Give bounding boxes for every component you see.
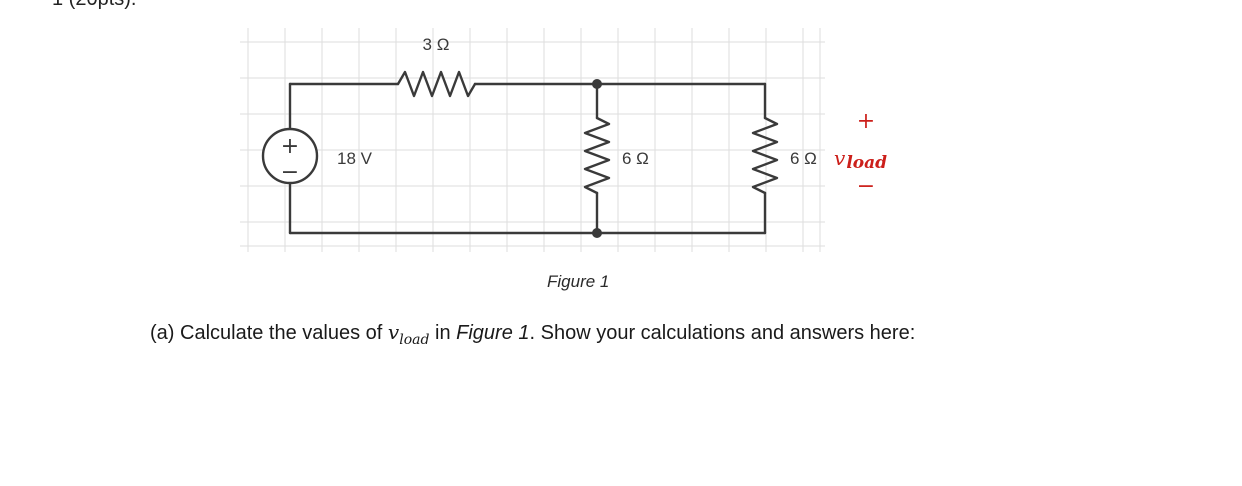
vload-plus-sign: + <box>857 109 875 134</box>
source-minus-sign: − <box>281 160 299 185</box>
question-suffix: . Show your calculations and answers her… <box>529 322 916 344</box>
circuit-wires <box>288 70 779 235</box>
problem-header-fragment: 1 (20pts). <box>52 0 136 11</box>
label-r-series: 3 Ω <box>423 35 450 54</box>
label-source-voltage: 18 V <box>337 149 373 168</box>
question-text: (a) Calculate the values of vload in Fig… <box>150 320 915 348</box>
label-r-load: 6 Ω <box>790 149 817 168</box>
vload-label: vload <box>834 146 887 173</box>
label-r-shunt: 6 Ω <box>622 149 649 168</box>
question-variable: v <box>387 320 400 344</box>
vload-minus-sign: − <box>857 174 875 199</box>
node-top-junction <box>592 79 602 89</box>
figure-caption: Figure 1 <box>547 272 610 291</box>
node-bottom-junction <box>592 228 602 238</box>
question-prefix: (a) Calculate the values of <box>150 322 388 344</box>
voltage-source-symbol: + − <box>261 127 319 185</box>
vload-annotation: + vload − <box>834 109 887 199</box>
source-plus-sign: + <box>281 134 299 159</box>
question-figure-ref: Figure 1 <box>456 322 530 344</box>
resistor-6-ohm-shunt-symbol <box>583 116 611 195</box>
resistor-3-ohm-symbol <box>396 70 477 98</box>
question-middle: in <box>429 322 457 344</box>
question-variable-subscript: load <box>399 332 430 348</box>
resistor-6-ohm-load-symbol <box>751 116 779 195</box>
grid-background <box>240 28 825 252</box>
